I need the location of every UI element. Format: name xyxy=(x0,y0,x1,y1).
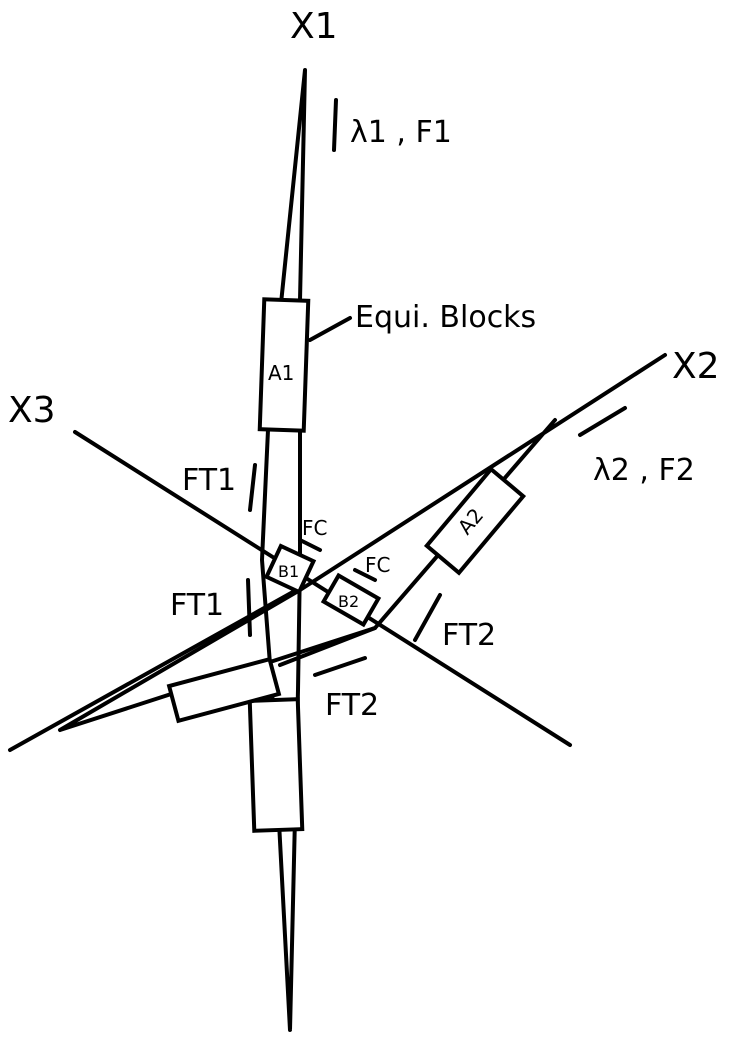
block-lower-left xyxy=(166,656,282,724)
fc-lower-label: FC xyxy=(365,553,390,577)
fc-lower-mark xyxy=(353,568,377,582)
x3-label: X3 xyxy=(8,390,56,431)
equi-blocks-leader xyxy=(308,316,352,342)
block-a1-label: A1 xyxy=(268,361,294,385)
block-a1 xyxy=(257,297,311,433)
lambda1-arrow xyxy=(332,98,338,152)
x1-label: X1 xyxy=(290,6,338,47)
x2-axis xyxy=(58,353,667,732)
block-lower-vertical xyxy=(247,697,305,833)
fc-upper-mark xyxy=(298,538,322,552)
ft2-right-mark xyxy=(413,593,442,642)
x2-lower-link-2 xyxy=(278,626,377,667)
fc-upper-label: FC xyxy=(302,516,327,540)
ft1-lower-label: FT1 xyxy=(170,588,224,623)
block-b1 xyxy=(263,543,317,595)
lambda2-f2-label: λ2 , F2 xyxy=(593,453,695,488)
ft2-lower-label: FT2 xyxy=(325,688,379,723)
lambda2-arrow xyxy=(578,406,627,437)
equi-blocks-label: Equi. Blocks xyxy=(355,300,536,335)
block-b2 xyxy=(320,572,382,628)
x3-axis xyxy=(73,430,572,747)
block-b1-label: B1 xyxy=(278,562,299,581)
x2-label: X2 xyxy=(672,346,720,387)
block-b2-label: B2 xyxy=(338,592,359,611)
ft1-lower-mark xyxy=(246,578,252,637)
x2-lower-link xyxy=(8,586,302,752)
ft2-right-label: FT2 xyxy=(442,618,496,653)
ft2-lower-mark xyxy=(313,656,367,677)
block-a2 xyxy=(423,466,527,576)
ft1-upper-label: FT1 xyxy=(182,463,236,498)
lambda1-f1-label: λ1 , F1 xyxy=(350,115,452,150)
ft1-upper-mark xyxy=(248,463,257,512)
